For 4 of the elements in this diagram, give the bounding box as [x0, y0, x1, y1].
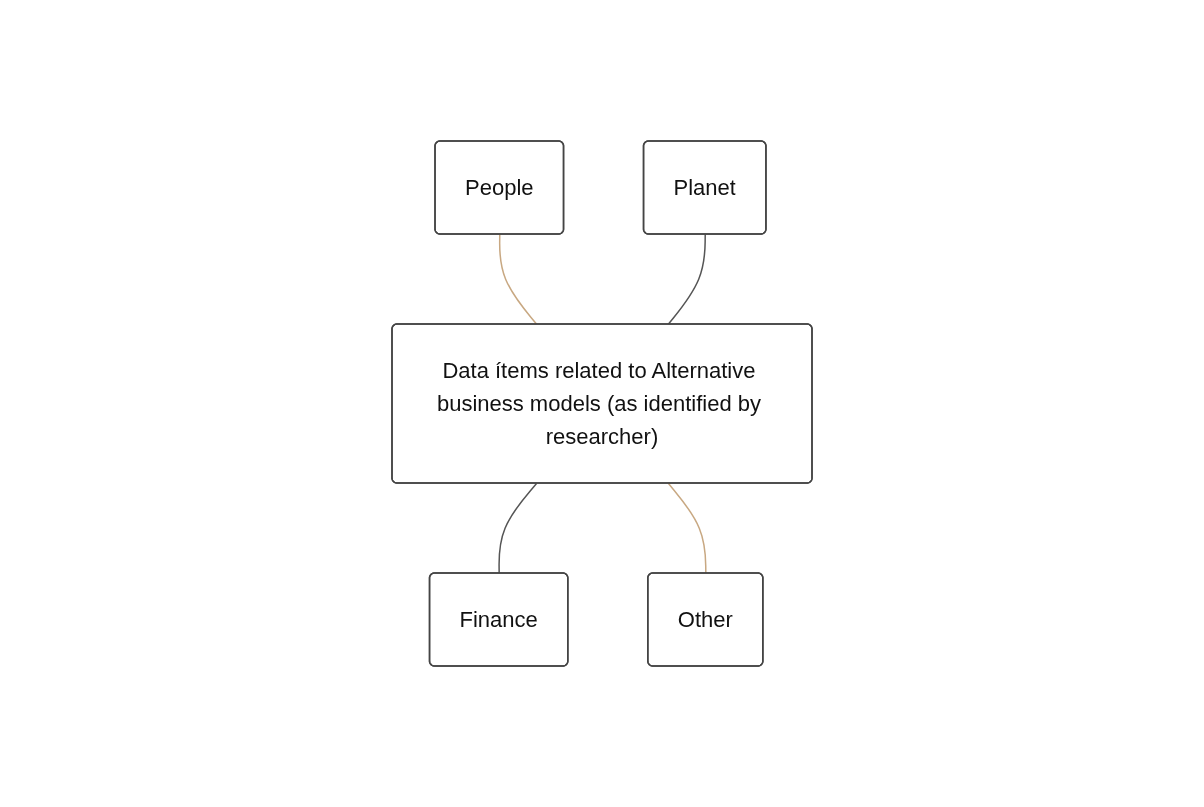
connector — [498, 482, 538, 575]
connector — [667, 482, 707, 575]
connector — [667, 233, 706, 326]
connector — [498, 233, 538, 326]
